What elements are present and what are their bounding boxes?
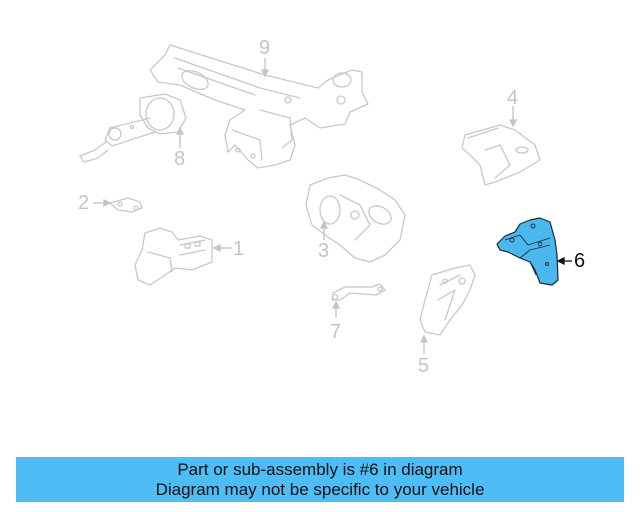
part-4-mount <box>461 124 541 186</box>
leader-line-6 <box>556 256 572 266</box>
parts-diagram <box>79 44 572 354</box>
callout-6: 6 <box>574 250 586 272</box>
callout-1: 1 <box>233 238 245 260</box>
part-8-torque-rod <box>79 93 187 163</box>
callout-9: 9 <box>259 37 271 59</box>
callout-4: 4 <box>507 87 519 109</box>
callout-7: 7 <box>330 321 342 343</box>
callout-8: 8 <box>174 148 186 170</box>
banner-line-part-number: Part or sub-assembly is #6 in diagram <box>177 460 463 479</box>
info-banner: Part or sub-assembly is #6 in diagram Di… <box>16 457 624 502</box>
banner-line-disclaimer: Diagram may not be specific to your vehi… <box>155 480 485 499</box>
part-3-mount <box>305 174 406 263</box>
part-5-bracket <box>419 264 476 336</box>
part-7-rod <box>331 283 386 301</box>
callout-3: 3 <box>318 240 330 262</box>
part-1-mount <box>134 227 213 286</box>
leader-lines <box>93 58 518 354</box>
callout-2: 2 <box>78 192 90 214</box>
part-2-bracket <box>109 197 143 213</box>
part-6-highlighted[interactable] <box>496 217 559 286</box>
callout-5: 5 <box>418 355 430 377</box>
part-9-subframe <box>149 44 369 169</box>
